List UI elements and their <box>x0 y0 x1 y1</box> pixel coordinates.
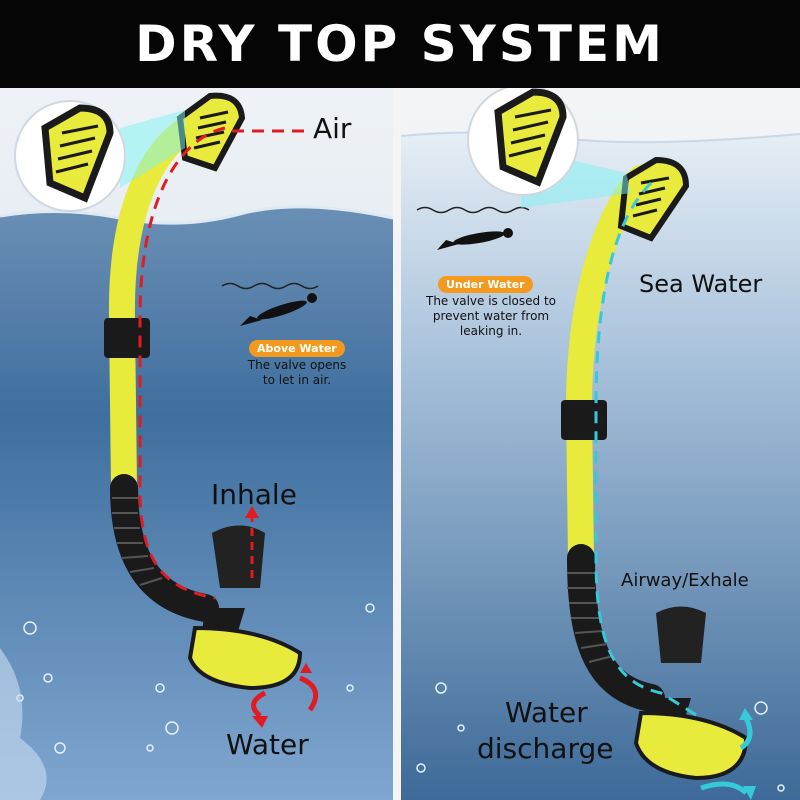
under-water-note: The valve is closed to prevent water fro… <box>425 294 556 338</box>
air-path-arrow <box>138 126 226 600</box>
title-banner: DRY TOP SYSTEM <box>0 0 800 88</box>
under-water-panel: Under Water The valve is closed to preve… <box>401 88 800 800</box>
sea-water <box>0 206 393 800</box>
purge-valve <box>633 710 749 781</box>
inhale-arrow-icon <box>245 506 259 518</box>
sea-water-label: Sea Water <box>639 270 763 298</box>
wave-line-icon <box>221 282 319 290</box>
water-label: Water <box>226 728 309 761</box>
bubbles <box>416 682 785 792</box>
water-swirl-icon <box>251 690 267 718</box>
swimmer-icon <box>240 293 317 326</box>
mask-clip <box>104 318 150 358</box>
dry-top-valve <box>617 156 690 242</box>
water-discharge-label-line1: Water <box>505 696 588 729</box>
swimmer-icon <box>437 228 513 250</box>
purge-valve <box>187 625 303 691</box>
under-water-illustration <box>401 88 800 800</box>
mask-clip <box>561 400 607 440</box>
page-title: DRY TOP SYSTEM <box>135 15 665 73</box>
bubbles <box>16 603 375 754</box>
above-water-panel: Air Above Water The valve opens to let i… <box>0 88 393 800</box>
under-water-badge: Under Water <box>438 276 533 293</box>
air-label: Air <box>313 112 352 145</box>
above-water-illustration <box>0 88 393 800</box>
above-water-badge: Above Water <box>249 340 345 357</box>
panel-divider <box>393 88 401 800</box>
water-discharge-label-line2: discharge <box>477 732 614 765</box>
above-water-note: The valve opens to let in air. <box>247 358 347 387</box>
discharge-arrow-icon <box>739 716 753 751</box>
splash <box>0 648 47 800</box>
inhale-label: Inhale <box>211 478 297 511</box>
airway-exhale-label: Airway/Exhale <box>621 570 749 591</box>
wave-line-icon <box>416 206 530 214</box>
